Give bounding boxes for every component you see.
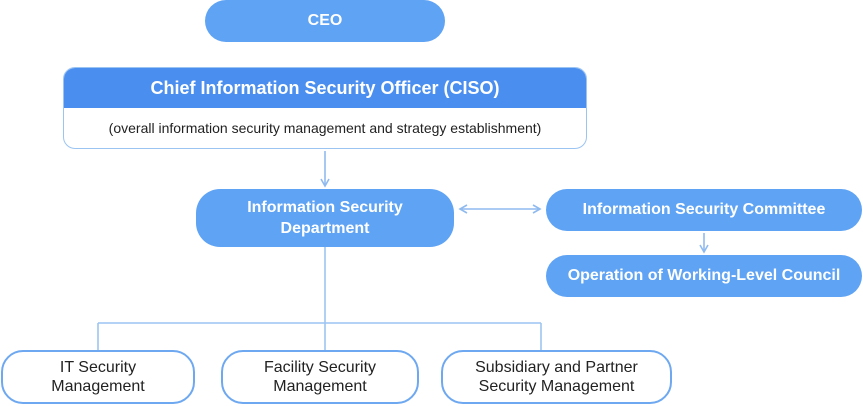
- committee-label: Information Security Committee: [582, 201, 826, 218]
- facility-security-node: Facility Security Management: [221, 350, 419, 404]
- council-node: Operation of Working-Level Council: [546, 255, 862, 297]
- department-label-line1: Information Security: [247, 199, 403, 216]
- it-security-line1: IT Security: [59, 359, 137, 376]
- department-node: Information Security Department: [196, 189, 454, 247]
- subsidiary-security-node: Subsidiary and Partner Security Manageme…: [441, 350, 672, 404]
- committee-node: Information Security Committee: [546, 189, 862, 231]
- it-security-node: IT Security Management: [1, 350, 195, 404]
- ciso-subtitle: (overall information security management…: [108, 120, 542, 136]
- ceo-label: CEO: [307, 12, 343, 29]
- ceo-node: CEO: [205, 0, 445, 42]
- subsidiary-security-line2: Security Management: [478, 378, 635, 395]
- facility-security-line2: Management: [273, 378, 367, 395]
- subsidiary-security-line1: Subsidiary and Partner: [475, 359, 638, 376]
- facility-security-line1: Facility Security: [263, 359, 377, 376]
- department-label-line2: Department: [280, 220, 370, 237]
- council-label: Operation of Working-Level Council: [567, 267, 841, 284]
- ciso-node: Chief Information Security Officer (CISO…: [63, 67, 587, 149]
- ciso-title: Chief Information Security Officer (CISO…: [64, 68, 586, 108]
- it-security-line2: Management: [51, 378, 145, 395]
